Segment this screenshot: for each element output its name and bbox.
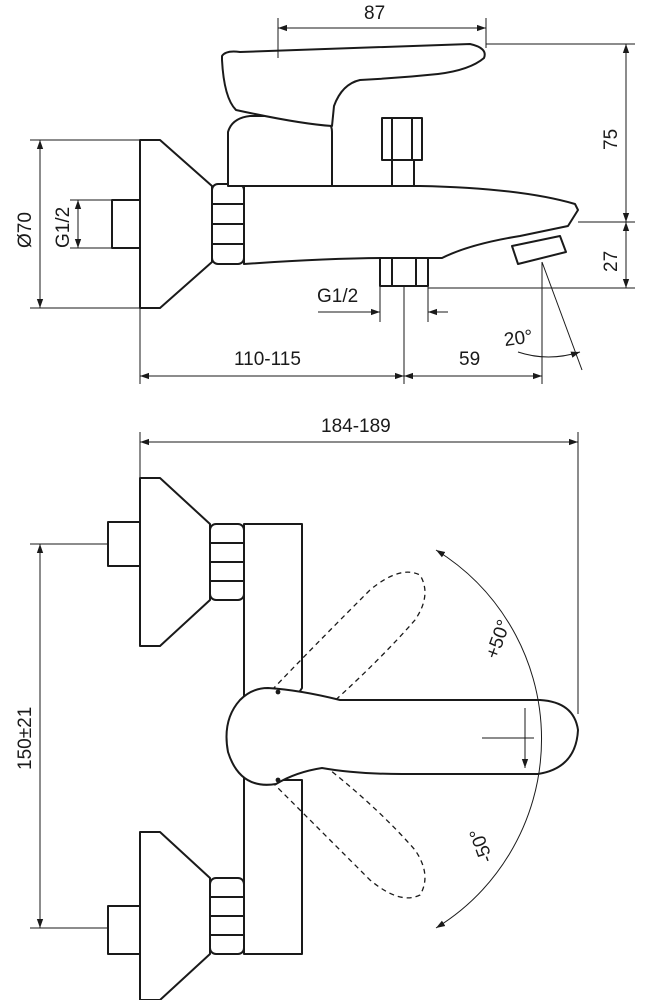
lower-hex-nut <box>209 877 245 955</box>
diverter-knob <box>381 117 423 187</box>
dim-total-length: 184-189 <box>321 416 391 437</box>
lever-handle <box>221 43 486 127</box>
inlet-connector <box>111 199 141 249</box>
hex-nut <box>211 183 245 265</box>
lever-ghost-minus50 <box>271 769 426 899</box>
wall-flange <box>139 139 213 309</box>
dim-rotate-minus: -50° <box>466 825 498 865</box>
dim-outlet-drop: 27 <box>601 251 622 272</box>
lever-base <box>227 115 333 187</box>
lever-handle-top <box>225 687 579 786</box>
outlet-connector <box>379 257 429 287</box>
dim-diameter: Ø70 <box>15 212 36 248</box>
upper-inlet-connector <box>107 521 141 567</box>
lever-screw-top <box>275 689 281 695</box>
dim-centers: 150±21 <box>15 707 36 770</box>
dim-lever-width: 87 <box>364 3 385 24</box>
lower-flange <box>139 831 211 1000</box>
spout-tip <box>511 235 567 265</box>
upper-hex-nut <box>209 523 245 601</box>
spout-body <box>243 185 579 265</box>
upper-flange <box>139 477 211 647</box>
dim-inlet-thread: G1/2 <box>53 207 74 248</box>
dim-outlet-thread: G1/2 <box>317 286 358 307</box>
dim-wall-to-outlet: 110-115 <box>234 349 301 370</box>
dim-outlet-to-tip: 59 <box>459 349 480 370</box>
top-view: 184-189 +50° <box>15 416 579 1000</box>
lower-inlet-connector <box>107 905 141 955</box>
side-view: 87 75 27 Ø70 G1/2 G1/2 110-115 59 <box>15 3 635 384</box>
dim-angle: 20° <box>503 326 534 351</box>
dim-height-lever: 75 <box>601 129 622 150</box>
dim-rotate-plus: +50° <box>482 617 515 662</box>
lever-screw-bottom <box>275 777 281 783</box>
lever-ghost-plus50 <box>271 571 426 706</box>
